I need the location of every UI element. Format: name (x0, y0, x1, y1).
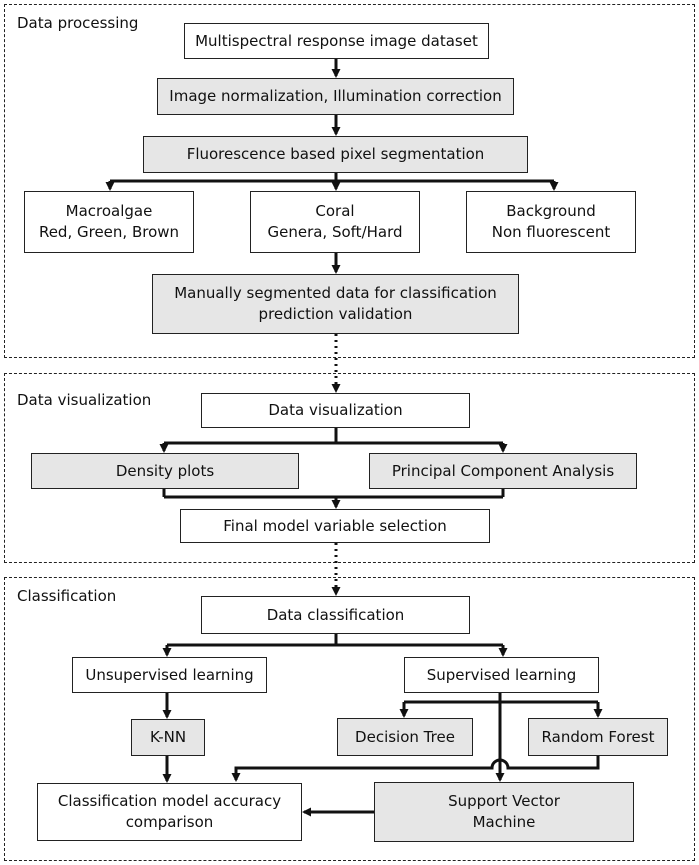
box-pca: Principal Component Analysis (369, 453, 637, 489)
section-data-processing (4, 4, 695, 358)
box-manual-segmentation: Manually segmented data for classificati… (152, 274, 519, 334)
section-classification (4, 577, 695, 861)
box-accuracy-comparison: Classification model accuracy comparison (37, 783, 302, 841)
section-title-data-processing: Data processing (17, 14, 139, 32)
box-data-visualization: Data visualization (201, 393, 470, 428)
box-supervised: Supervised learning (404, 657, 599, 693)
box-segmentation: Fluorescence based pixel segmentation (143, 136, 528, 173)
box-density-plots: Density plots (31, 453, 299, 489)
box-svm: Support Vector Machine (374, 782, 634, 842)
box-macroalgae: Macroalgae Red, Green, Brown (24, 191, 194, 253)
box-normalization: Image normalization, Illumination correc… (157, 78, 514, 115)
box-final-selection: Final model variable selection (180, 509, 490, 543)
box-knn: K-NN (131, 719, 205, 756)
box-dataset: Multispectral response image dataset (184, 23, 489, 59)
box-random-forest: Random Forest (528, 718, 668, 756)
section-title-classification: Classification (17, 587, 117, 605)
section-title-data-visualization: Data visualization (17, 391, 152, 409)
box-data-classification: Data classification (201, 596, 470, 634)
box-unsupervised: Unsupervised learning (72, 657, 267, 693)
section-data-visualization (4, 373, 695, 563)
box-background: Background Non fluorescent (466, 191, 636, 253)
box-decision-tree: Decision Tree (337, 718, 473, 756)
box-coral: Coral Genera, Soft/Hard (250, 191, 420, 253)
